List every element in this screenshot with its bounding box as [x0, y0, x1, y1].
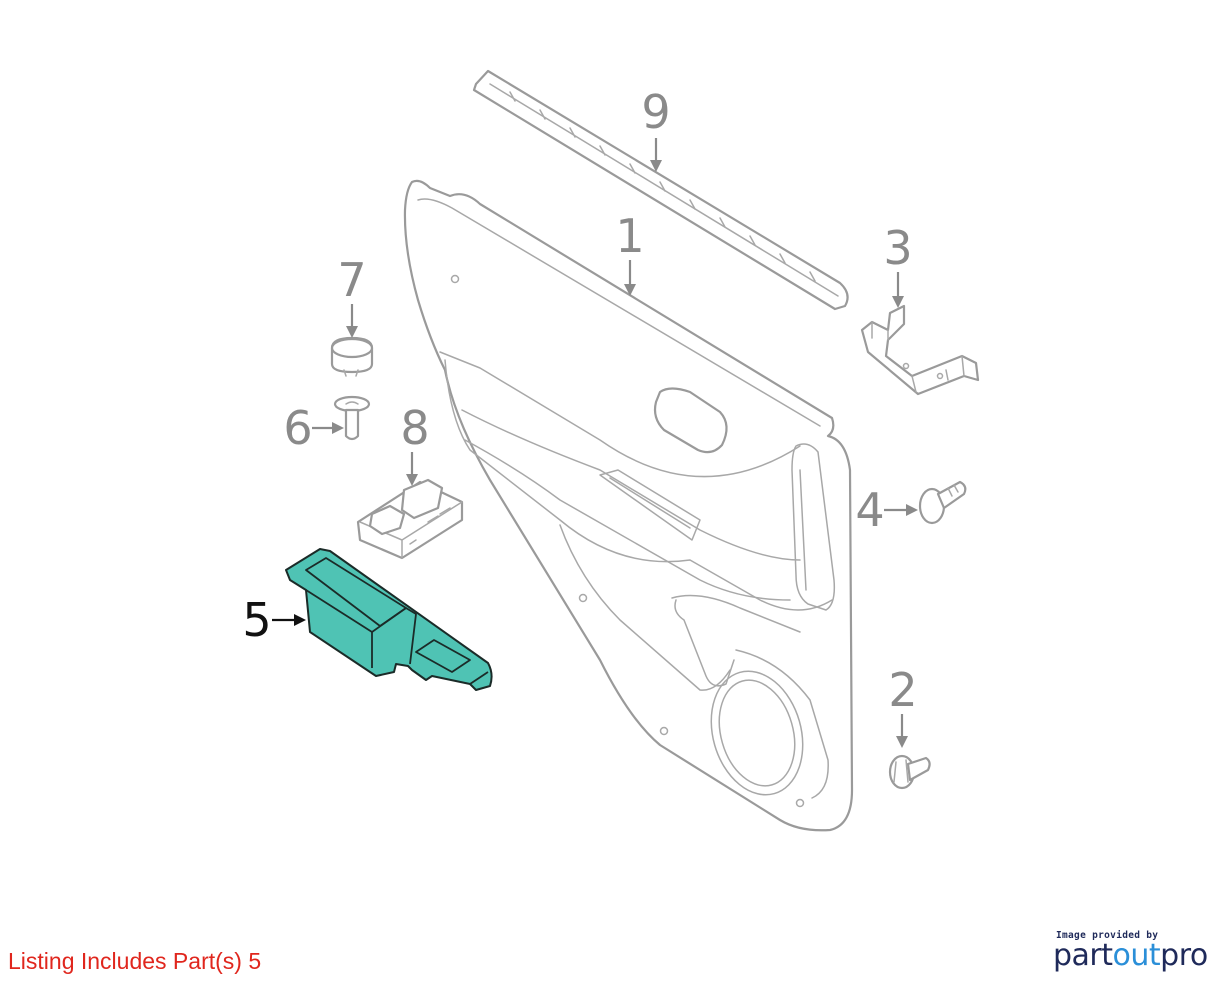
logo-part: part: [1053, 938, 1113, 973]
callout-2: 2: [888, 663, 918, 748]
callout-1: 1: [615, 209, 645, 296]
part-3-bracket: [860, 304, 980, 396]
part-6-push-clip: [333, 395, 371, 441]
callout-number-9: 9: [641, 85, 670, 139]
callout-number-8: 8: [400, 401, 429, 455]
callout-8: 8: [400, 401, 430, 486]
callout-5: 5: [242, 593, 306, 647]
callout-4: 4: [855, 483, 918, 537]
part-1-door-trim-panel: [403, 179, 854, 832]
callout-9: 9: [641, 85, 671, 172]
callout-7: 7: [337, 253, 367, 338]
callout-number-3: 3: [883, 221, 912, 275]
part-2-fastener: [888, 754, 931, 790]
part-7-cap: [330, 336, 374, 377]
callout-number-4: 4: [855, 483, 884, 537]
part-4-fastener: [918, 480, 967, 525]
callout-number-5: 5: [242, 593, 271, 647]
callout-number-6: 6: [283, 401, 312, 455]
image-credit-caption: Image provided by: [1056, 930, 1159, 941]
part-5-switch-bezel: [285, 548, 493, 691]
callout-number-2: 2: [888, 663, 917, 717]
callout-3: 3: [883, 221, 913, 308]
part-8-switch-assembly: [356, 478, 464, 560]
logo-pro: pro: [1160, 938, 1208, 973]
callout-number-1: 1: [615, 209, 644, 263]
partoutpro-logo: partoutpro: [1053, 938, 1208, 973]
callout-number-7: 7: [337, 253, 366, 307]
listing-includes-text: Listing Includes Part(s) 5: [8, 948, 262, 974]
part-9-belt-molding: [472, 69, 849, 311]
logo-out: out: [1112, 938, 1161, 973]
callout-6: 6: [283, 401, 344, 455]
